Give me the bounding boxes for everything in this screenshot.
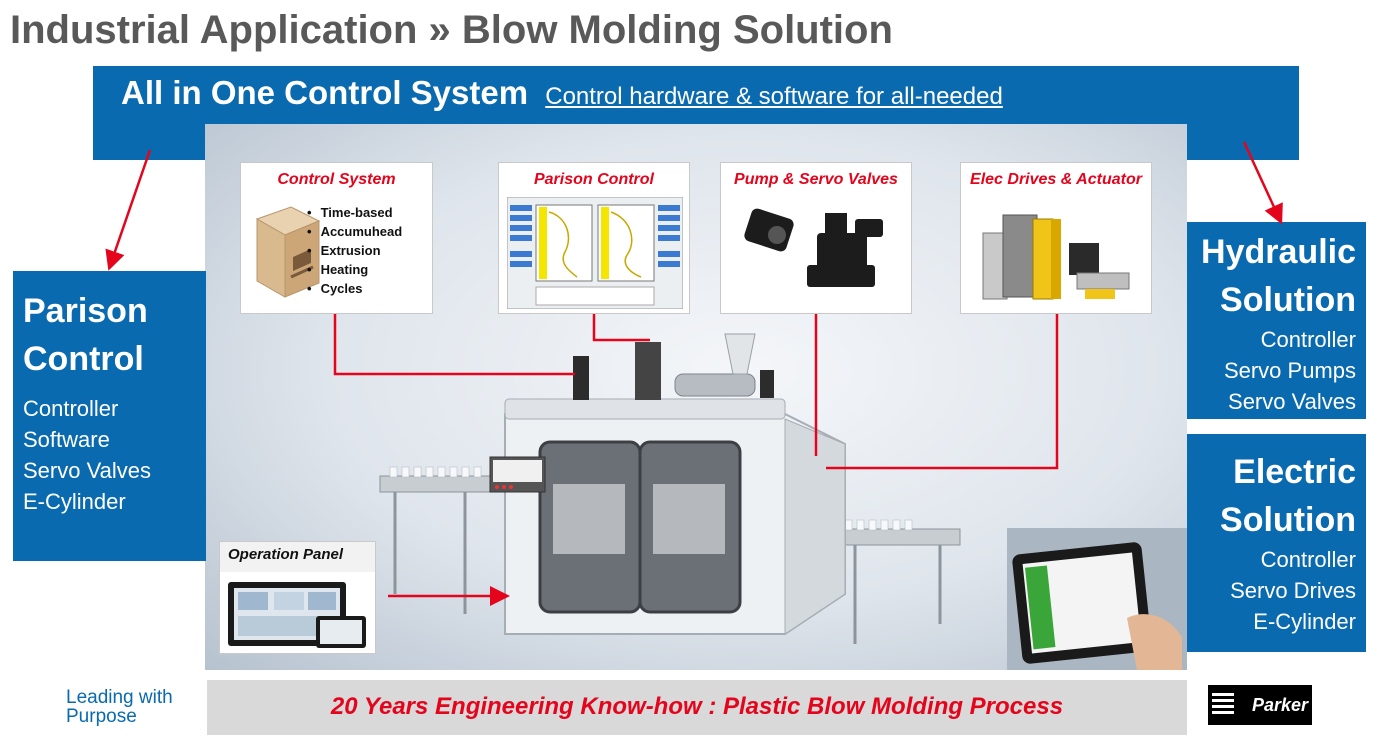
hydraulic-solution-panel: Hydraulic Solution Controller Servo Pump… — [1187, 222, 1366, 419]
control-system-title: Control System — [277, 171, 396, 188]
list-item: Heating — [321, 260, 402, 279]
tablet-illustration — [1007, 528, 1187, 670]
list-item: Servo Valves — [23, 458, 151, 483]
list-item: Servo Pumps — [1223, 358, 1356, 383]
list-item: E-Cylinder — [23, 489, 126, 514]
parison-panel-title: Parison Control — [23, 287, 196, 383]
panel-title-line: Hydraulic — [1201, 233, 1356, 271]
parker-logo: Parker — [1208, 685, 1312, 725]
list-item: Controller — [1260, 327, 1356, 352]
bottom-banner: 20 Years Engineering Know-how : Plastic … — [207, 680, 1187, 735]
hydraulic-panel-title: Hydraulic Solution — [1187, 228, 1356, 324]
pump-servo-title: Pump & Servo Valves — [734, 171, 898, 188]
panel-title-line: Solution — [1220, 281, 1356, 319]
list-item: Time-based — [321, 203, 402, 222]
parker-flag-icon — [1212, 693, 1234, 717]
hydraulic-panel-items: Controller Servo Pumps Servo Valves — [1187, 324, 1356, 417]
tagline-logo: Leading with Purpose — [66, 688, 173, 726]
bottom-banner-text: 20 Years Engineering Know-how : Plastic … — [330, 693, 1064, 720]
parker-logo-text: Parker — [1251, 695, 1308, 715]
arrow-to-parison-panel — [105, 149, 152, 271]
control-system-card: Control System Time-based Accumuhead Ext… — [240, 162, 433, 314]
panel-title-line: Control — [23, 340, 144, 378]
list-item: Controller — [1260, 547, 1356, 572]
electric-panel-title: Electric Solution — [1187, 448, 1356, 544]
control-system-features: Time-based Accumuhead Extrusion Heating … — [321, 203, 403, 298]
panel-title-line: Electric — [1233, 453, 1356, 491]
tablet-photo — [1007, 528, 1187, 670]
electric-solution-panel: Electric Solution Controller Servo Drive… — [1187, 434, 1366, 652]
list-item: Servo Valves — [1228, 389, 1356, 414]
electric-panel-items: Controller Servo Drives E-Cylinder — [1187, 544, 1356, 637]
panel-title-line: Parison — [23, 292, 148, 330]
control-box-icon — [255, 206, 321, 298]
blow-molding-machine-illustration — [379, 333, 961, 644]
slide-title: Industrial Application » Blow Molding So… — [10, 8, 893, 52]
banner-main-text: All in One Control System — [121, 74, 529, 111]
parison-panel-items: Controller Software Servo Valves E-Cylin… — [23, 393, 196, 517]
tagline-line: Purpose — [66, 706, 137, 727]
parison-software-screenshot — [507, 197, 683, 309]
elec-drives-title: Elec Drives & Actuator — [970, 171, 1142, 188]
elec-drives-card: Elec Drives & Actuator — [960, 162, 1152, 314]
list-item: Extrusion — [321, 241, 402, 260]
parison-control-title: Parison Control — [533, 171, 654, 188]
banner-heading: All in One Control System Control hardwa… — [121, 74, 1003, 112]
servo-valve-icon — [744, 208, 883, 287]
list-item: E-Cylinder — [1253, 609, 1356, 634]
drives-actuator-icon — [982, 214, 1130, 300]
operation-panel-screen — [228, 582, 366, 648]
parison-control-panel: Parison Control Controller Software Serv… — [13, 271, 206, 561]
pump-servo-card: Pump & Servo Valves — [720, 162, 912, 314]
list-item: Accumuhead — [321, 222, 403, 241]
operation-panel-card: Operation Panel — [219, 541, 376, 654]
tagline-line: Leading with — [66, 687, 173, 708]
list-item: Servo Drives — [1230, 578, 1356, 603]
operation-panel-title: Operation Panel — [220, 542, 375, 572]
banner-subtitle: Control hardware & software for all-need… — [545, 83, 1003, 110]
list-item: Cycles — [321, 279, 402, 298]
list-item: Software — [23, 427, 110, 452]
panel-title-line: Solution — [1220, 501, 1356, 539]
parison-control-card: Parison Control — [498, 162, 690, 314]
list-item: Controller — [23, 396, 119, 421]
